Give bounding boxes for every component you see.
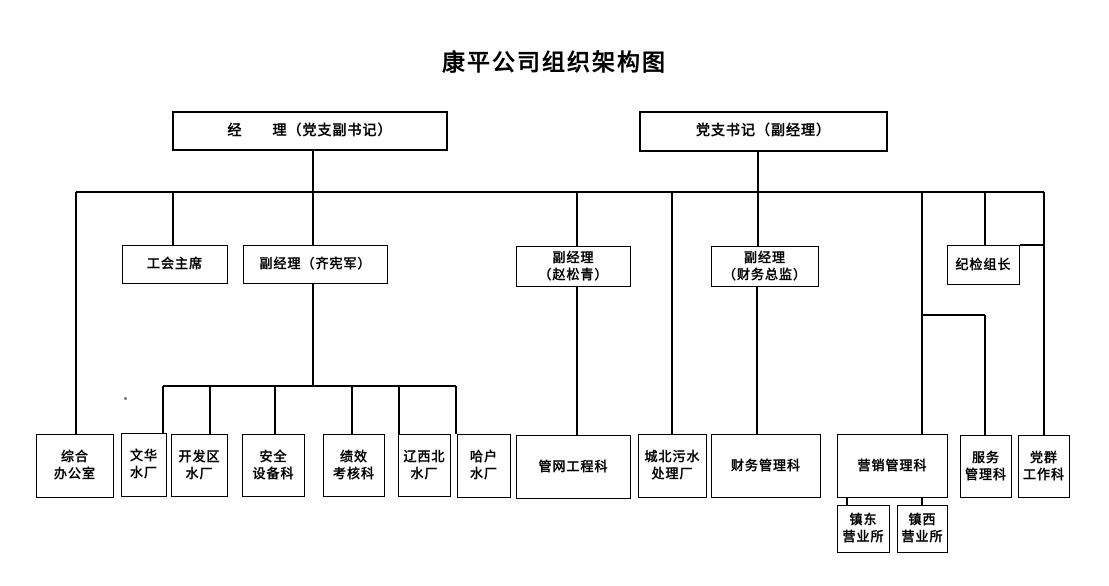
- org-box-liaoxibei-water-plant: 辽西北 水厂: [398, 434, 451, 497]
- org-box-deputy-manager-cfo: 副经理 （财务总监）: [711, 246, 819, 287]
- org-box-chengbei-sewage-plant: 城北污水 处理厂: [638, 434, 707, 498]
- org-box-manager: 经 理（党支副书记）: [172, 111, 448, 151]
- org-box-union-chairman: 工会主席: [122, 245, 228, 284]
- org-box-development-zone-water-plant: 开发区 水厂: [171, 434, 228, 497]
- stray-mark: [124, 397, 127, 400]
- org-box-wenhua-water-plant: 文华 水厂: [121, 433, 167, 497]
- org-box-general-office: 综合 办公室: [36, 434, 114, 498]
- chart-title: 康平公司组织架构图: [442, 50, 667, 76]
- org-box-performance-assessment-section: 绩效 考核科: [323, 434, 385, 497]
- org-box-zhendong-business-office: 镇东 营业所: [837, 505, 890, 553]
- org-box-finance-management-section: 财务管理科: [711, 434, 821, 498]
- org-box-party-secretary: 党支书记（副经理）: [639, 111, 888, 152]
- org-box-party-mass-work-section: 党群 工作科: [1018, 435, 1070, 498]
- org-box-zhenxi-business-office: 镇西 营业所: [897, 505, 948, 553]
- org-box-marketing-management-section: 营销管理科: [837, 434, 948, 498]
- org-box-service-management-section: 服务 管理科: [960, 435, 1012, 498]
- org-box-hahu-water-plant: 哈户 水厂: [457, 434, 511, 498]
- org-box-safety-equipment-section: 安全 设备科: [242, 434, 305, 497]
- org-box-deputy-manager-zhao: 副经理 （赵松青）: [516, 246, 631, 287]
- org-box-pipeline-engineering-section: 管网工程科: [516, 435, 631, 499]
- org-box-deputy-manager-qi: 副经理（齐宪军）: [243, 245, 388, 284]
- org-box-discipline-leader: 纪检组长: [947, 245, 1020, 285]
